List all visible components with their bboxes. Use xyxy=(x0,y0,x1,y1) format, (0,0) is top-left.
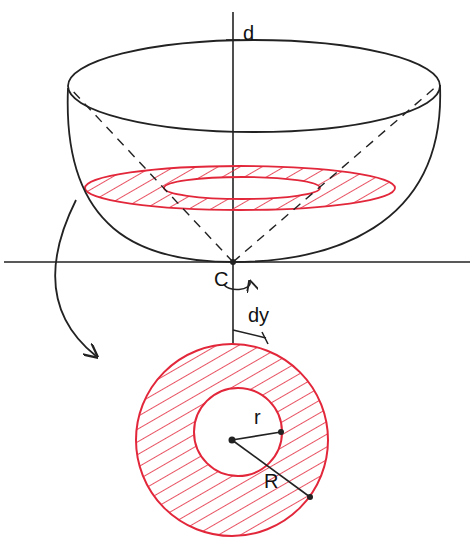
radius-end xyxy=(278,429,284,435)
thickness-mark xyxy=(233,330,266,338)
radius-label: r xyxy=(252,406,263,428)
height-label: d xyxy=(241,22,256,44)
bowl-rim xyxy=(68,40,440,132)
center-dot xyxy=(229,437,236,444)
washer-top-view xyxy=(136,344,328,536)
cone-edge xyxy=(70,88,233,262)
origin-dot xyxy=(230,259,236,265)
radius-end xyxy=(307,494,313,500)
thickness-label: dy xyxy=(246,304,271,326)
y-axis xyxy=(232,12,234,344)
zoom-arrow xyxy=(55,200,96,356)
vertex-label: C xyxy=(212,268,230,290)
cone-edge xyxy=(233,85,438,262)
radius-label: R xyxy=(262,470,280,492)
paraboloid-bowl xyxy=(68,85,441,262)
washer-slice xyxy=(85,166,395,210)
outer-radius xyxy=(232,440,310,497)
thickness-mark xyxy=(262,332,268,344)
inner-radius xyxy=(232,432,281,440)
